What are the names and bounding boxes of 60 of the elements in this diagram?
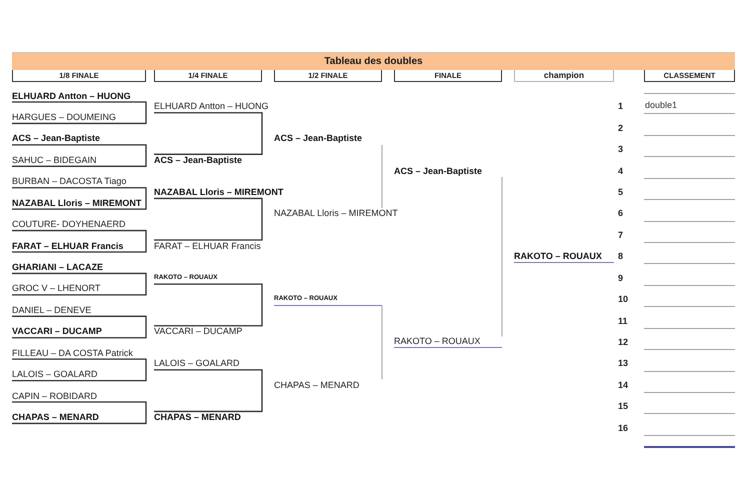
rank-number: 2 bbox=[618, 122, 624, 134]
bracket-line bbox=[154, 198, 263, 241]
rank-number: 9 bbox=[618, 272, 624, 284]
team-name: RAKOTO – ROUAUX bbox=[514, 250, 614, 263]
title-banner: Tableau des doubles bbox=[12, 52, 735, 70]
rank-number: 13 bbox=[618, 358, 628, 370]
team-name: CAPIN – ROBIDARD bbox=[12, 390, 146, 402]
rank-number: 15 bbox=[618, 400, 628, 413]
bracket-line bbox=[12, 101, 147, 124]
team-name: BURBAN – DACOSTA Tiago bbox=[12, 176, 146, 188]
team-name: GHARIANI – LACAZE bbox=[12, 261, 146, 274]
team-name: ACS – Jean-Baptiste bbox=[154, 154, 262, 166]
rank-number: 1 bbox=[618, 100, 624, 113]
team-name: ELHUARD Antton – HUONG bbox=[154, 100, 269, 113]
rank-number: 7 bbox=[618, 229, 624, 242]
fill-in-line: double1 bbox=[644, 98, 735, 114]
team-name: FARAT – ELHUAR Francis bbox=[154, 240, 262, 252]
bracket-line bbox=[12, 230, 147, 253]
team-name: LALOIS – GOALARD bbox=[12, 368, 146, 381]
bracket-line bbox=[12, 272, 147, 296]
rank-number: 11 bbox=[618, 315, 628, 327]
rank-number: 16 bbox=[618, 422, 628, 434]
team-name: ACS – Jean-Baptiste bbox=[394, 165, 502, 177]
rank-number: 6 bbox=[618, 208, 624, 220]
team-name: VACCARI – DUCAMP bbox=[154, 326, 262, 338]
rank-number: 8 bbox=[618, 250, 624, 263]
rank-number: 4 bbox=[618, 165, 624, 177]
team-name: SAHUC – BIDEGAIN bbox=[12, 154, 146, 166]
team-name: DANIEL – DENEVE bbox=[12, 304, 146, 316]
bracket-line bbox=[154, 112, 263, 155]
team-name: GROC V – LHENORT bbox=[12, 282, 146, 295]
team-name: CHAPAS – MENARD bbox=[274, 379, 382, 392]
rank-number: 12 bbox=[618, 336, 628, 348]
rank-number: 10 bbox=[618, 294, 628, 306]
rank-number: 3 bbox=[618, 144, 624, 156]
bracket-line bbox=[12, 358, 147, 382]
rank-number: 14 bbox=[618, 379, 628, 392]
team-name: FILLEAU – DA COSTA Patrick bbox=[12, 347, 146, 360]
team-name: ELHUARD Antton – HUONG bbox=[12, 90, 146, 102]
rank-number: 5 bbox=[618, 186, 624, 198]
team-name: CHAPAS – MENARD bbox=[12, 411, 146, 424]
bracket-line bbox=[12, 144, 147, 167]
team-name: NAZABAL Lloris – MIREMONT bbox=[154, 186, 284, 198]
team-name: CHAPAS – MENARD bbox=[154, 411, 262, 424]
bracket-line bbox=[12, 187, 147, 210]
column-header: champion bbox=[514, 70, 614, 82]
team-name: FARAT – ELHUAR Francis bbox=[12, 240, 146, 252]
team-name: ACS – Jean-Baptiste bbox=[274, 132, 382, 145]
bracket-line bbox=[12, 316, 147, 338]
bracket-line bbox=[12, 401, 147, 424]
team-name: RAKOTO – ROUAUX bbox=[394, 336, 502, 348]
team-name: NAZABAL Lloris – MIREMONT bbox=[12, 197, 146, 210]
bracket-line bbox=[154, 284, 263, 326]
bracket-line bbox=[154, 369, 263, 412]
team-name: HARGUES – DOUMEING bbox=[12, 111, 146, 124]
team-name: VACCARI – DUCAMP bbox=[12, 326, 146, 338]
team-name: ACS – Jean-Baptiste bbox=[12, 132, 146, 145]
team-name: COUTURE- DOYHENAERD bbox=[12, 218, 146, 231]
team-name: LALOIS – GOALARD bbox=[154, 358, 262, 370]
team-name: NAZABAL Lloris – MIREMONT bbox=[274, 208, 398, 220]
